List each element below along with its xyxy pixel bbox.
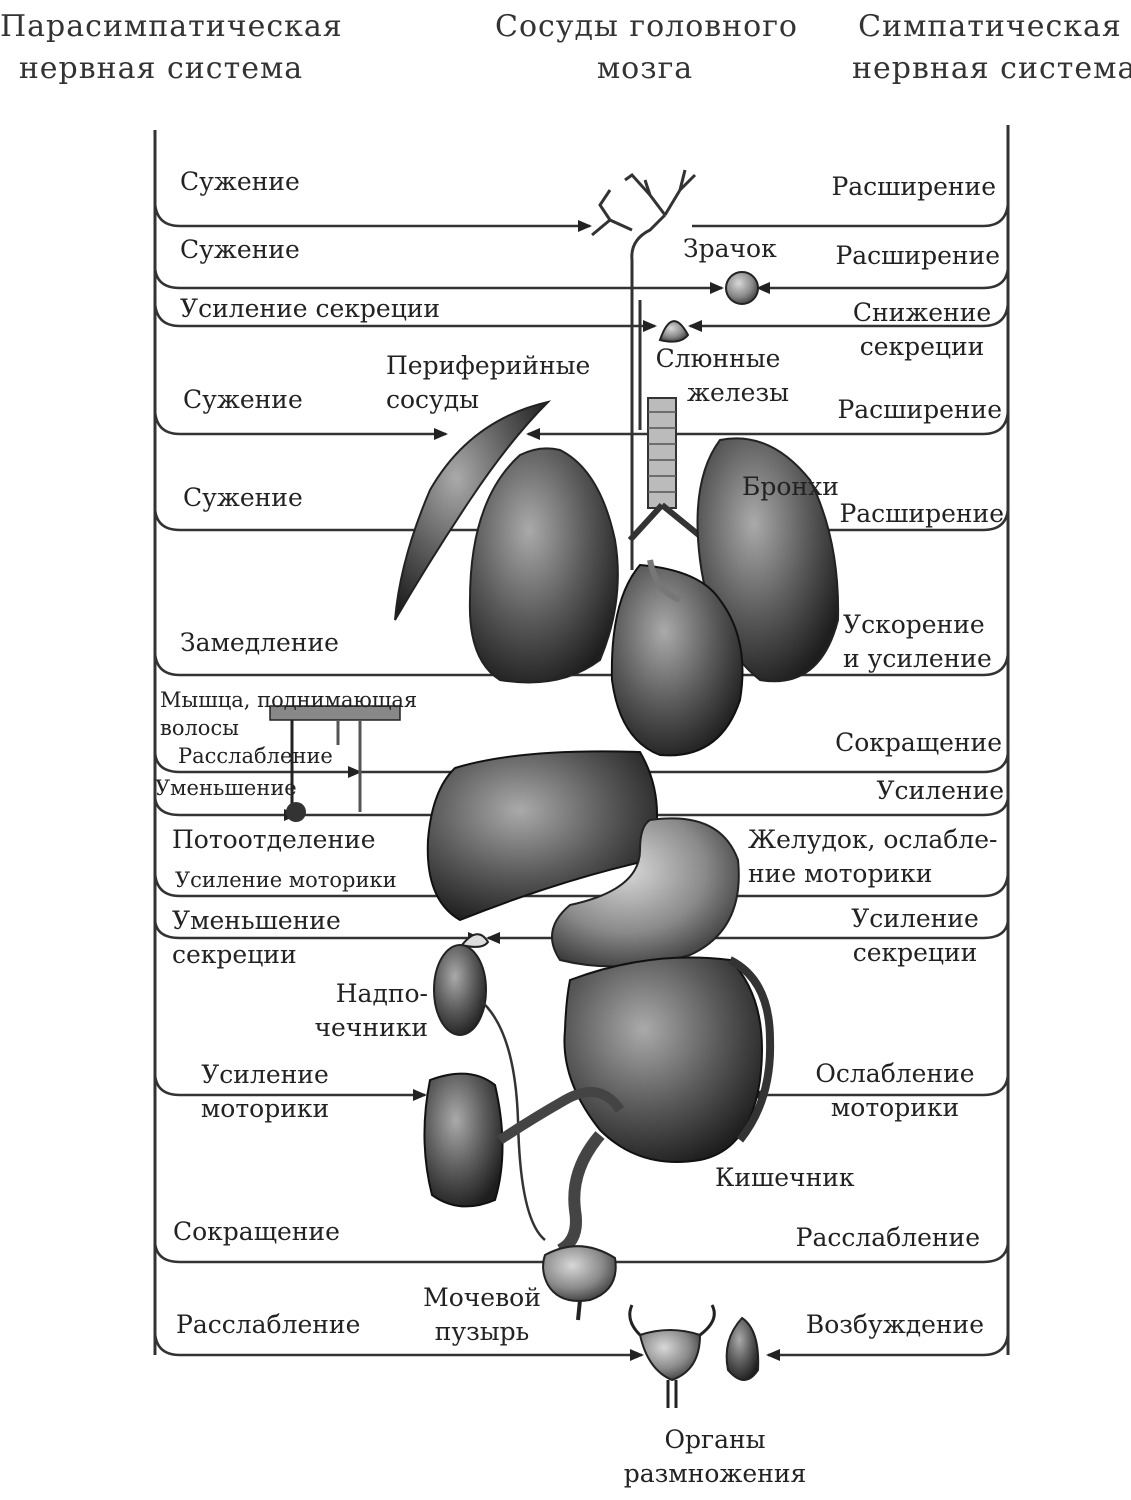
- heart-graphic: [610, 563, 744, 757]
- parasympathetic-effect-9a: Потоотделение: [172, 825, 376, 854]
- parasympathetic-effect-10: Уменьшение секреции: [172, 906, 341, 969]
- header-sympathetic: Симпатическая нервная система: [852, 6, 1131, 90]
- sympathetic-effect-1: Расширение: [831, 172, 996, 201]
- sympathetic-effect-12: Расслабление: [795, 1223, 980, 1252]
- parasympathetic-effect-4: Сужение: [183, 385, 303, 414]
- parasympathetic-effect-12: Сокращение: [173, 1217, 340, 1246]
- colon-graphic: [728, 956, 775, 1143]
- organ-label-bladder: Мочевой пузырь: [423, 1283, 541, 1346]
- sympathetic-effect-2: Расширение: [835, 241, 1000, 270]
- header-brain-vessels: Сосуды головного мозга: [495, 6, 798, 90]
- hair-muscle-effect: Расслабление: [178, 744, 333, 768]
- bronchi-graphic: [627, 502, 707, 543]
- sympathetic-effect-9: Желудок, ослабле- ние моторики: [748, 825, 998, 888]
- brain-vessels: [591, 169, 697, 570]
- header-parasympathetic-line2: нервная система: [18, 51, 304, 86]
- header-sympathetic-line1: Симпатическая: [858, 9, 1122, 44]
- parasympathetic-effect-1: Сужение: [180, 167, 300, 196]
- header-sympathetic-line2: нервная система: [852, 51, 1131, 86]
- parasympathetic-effect-8: Уменьшение: [155, 776, 297, 800]
- adrenal-gland-graphic: [460, 933, 490, 948]
- parasympathetic-effect-9b: Усиление моторики: [175, 868, 397, 892]
- parasympathetic-effect-7: Мышца, поднимающая волосы Расслабление: [160, 686, 417, 770]
- parasympathetic-effect-5: Сужение: [183, 483, 303, 512]
- ureter-graphic: [479, 999, 546, 1241]
- parasympathetic-effect-6: Замедление: [180, 628, 339, 657]
- eye-graphic: [725, 271, 759, 305]
- hair-muscle-label: Мышца, поднимающая: [160, 688, 418, 712]
- trachea-graphic: [647, 397, 677, 509]
- sympathetic-effect-6: Ускорение и усиление: [843, 610, 992, 673]
- hair-muscle-graphic: [269, 705, 401, 822]
- sympathetic-connectors: [300, 199, 1010, 1361]
- liver-graphic: [426, 750, 659, 922]
- peripheral-vessel-graphic: [394, 400, 552, 621]
- header-parasympathetic-line1: Парасимпатическая: [0, 9, 343, 44]
- salivary-gland-graphic: [658, 320, 690, 343]
- organ-label-intestine: Кишечник: [715, 1163, 855, 1192]
- organ-label-peripheral-vessels: Периферийные сосуды: [386, 351, 591, 414]
- sympathetic-effect-8: Усиление: [876, 776, 1004, 805]
- sympathetic-effect-3: Снижение секреции: [852, 298, 992, 361]
- organ-label-pupil: Зрачок: [683, 234, 777, 263]
- stomach-graphic: [551, 817, 740, 968]
- sympathetic-effect-5: Расширение: [839, 499, 1004, 528]
- parasympathetic-effect-3: Усиление секреции: [180, 294, 441, 323]
- sympathetic-effect-7: Сокращение: [835, 728, 1002, 757]
- sympathetic-effect-11: Ослабление моторики: [815, 1059, 975, 1122]
- trachea-rings: [648, 411, 676, 493]
- sympathetic-effect-4: Расширение: [837, 395, 1002, 424]
- parasympathetic-effect-11: Усиление моторики: [200, 1060, 330, 1123]
- organ-label-salivary-glands: Слюнные железы: [655, 344, 789, 407]
- header-parasympathetic: Парасимпатическая нервная система: [0, 6, 343, 90]
- parasympathetic-effect-13: Расслабление: [176, 1310, 361, 1339]
- sympathetic-effect-10: Усиление секреции: [851, 904, 979, 967]
- reproductive-organs-graphic: [628, 1304, 760, 1408]
- organ-label-reproductive-organs: Органы размножения: [623, 1425, 807, 1488]
- hair-muscle-label-cont: волосы: [160, 716, 239, 740]
- large-intestine-graphic: [423, 1072, 504, 1208]
- kidney-graphic: [433, 944, 487, 1036]
- left-lung-graphic: [468, 447, 619, 684]
- bladder-graphic: [542, 1245, 617, 1302]
- sympathetic-effect-13: Возбуждение: [805, 1310, 984, 1339]
- parasympathetic-connectors: [153, 199, 724, 1361]
- organ-label-adrenal-glands: Надпо- чечники: [314, 979, 428, 1042]
- small-intestine-graphic: [563, 956, 763, 1163]
- header-brain-vessels-line2: мозга: [596, 51, 694, 86]
- organ-label-bronchi: Бронхи: [742, 472, 839, 501]
- header-brain-vessels-line1: Сосуды головного: [495, 9, 798, 44]
- parasympathetic-effect-2: Сужение: [180, 235, 300, 264]
